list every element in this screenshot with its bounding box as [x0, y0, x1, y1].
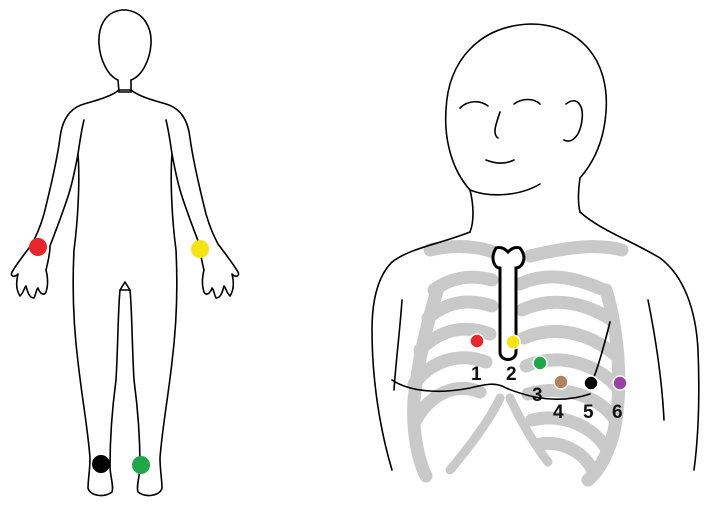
- right-leg-electrode: [92, 455, 110, 473]
- v4-label: 4: [553, 402, 564, 423]
- left-inner-arm-line: [166, 120, 172, 154]
- right-armpit-line: [394, 300, 402, 390]
- v2-label: 2: [506, 364, 517, 385]
- left-eye: [514, 100, 540, 105]
- v4-electrode: [554, 375, 568, 389]
- ear-outline: [564, 101, 582, 141]
- v6-label: 6: [612, 402, 623, 423]
- right-arm-electrode: [29, 238, 47, 256]
- neck-right-line: [470, 190, 473, 232]
- leg-gap-line: [120, 282, 130, 290]
- left-armpit-line: [648, 300, 664, 420]
- jaw: [470, 184, 540, 195]
- rib-cage: [414, 247, 622, 480]
- limb-electrodes: [29, 238, 209, 474]
- right-eye: [460, 102, 488, 108]
- v3-electrode: [533, 356, 547, 370]
- head-outline: [99, 10, 151, 92]
- left-arm-electrode: [191, 240, 209, 258]
- v1-label: 1: [471, 364, 482, 385]
- nose: [495, 112, 500, 138]
- v6-electrode: [613, 376, 627, 390]
- v5-electrode: [584, 376, 598, 390]
- left-leg-electrode: [132, 456, 150, 474]
- body-outline: [11, 90, 238, 495]
- chest-figure: [372, 24, 699, 480]
- v2-electrode: [506, 335, 520, 349]
- v1-electrode: [470, 334, 484, 348]
- right-inner-arm-line: [78, 120, 84, 154]
- mouth: [486, 160, 514, 163]
- v5-label: 5: [583, 402, 594, 423]
- v3-label: 3: [532, 385, 543, 406]
